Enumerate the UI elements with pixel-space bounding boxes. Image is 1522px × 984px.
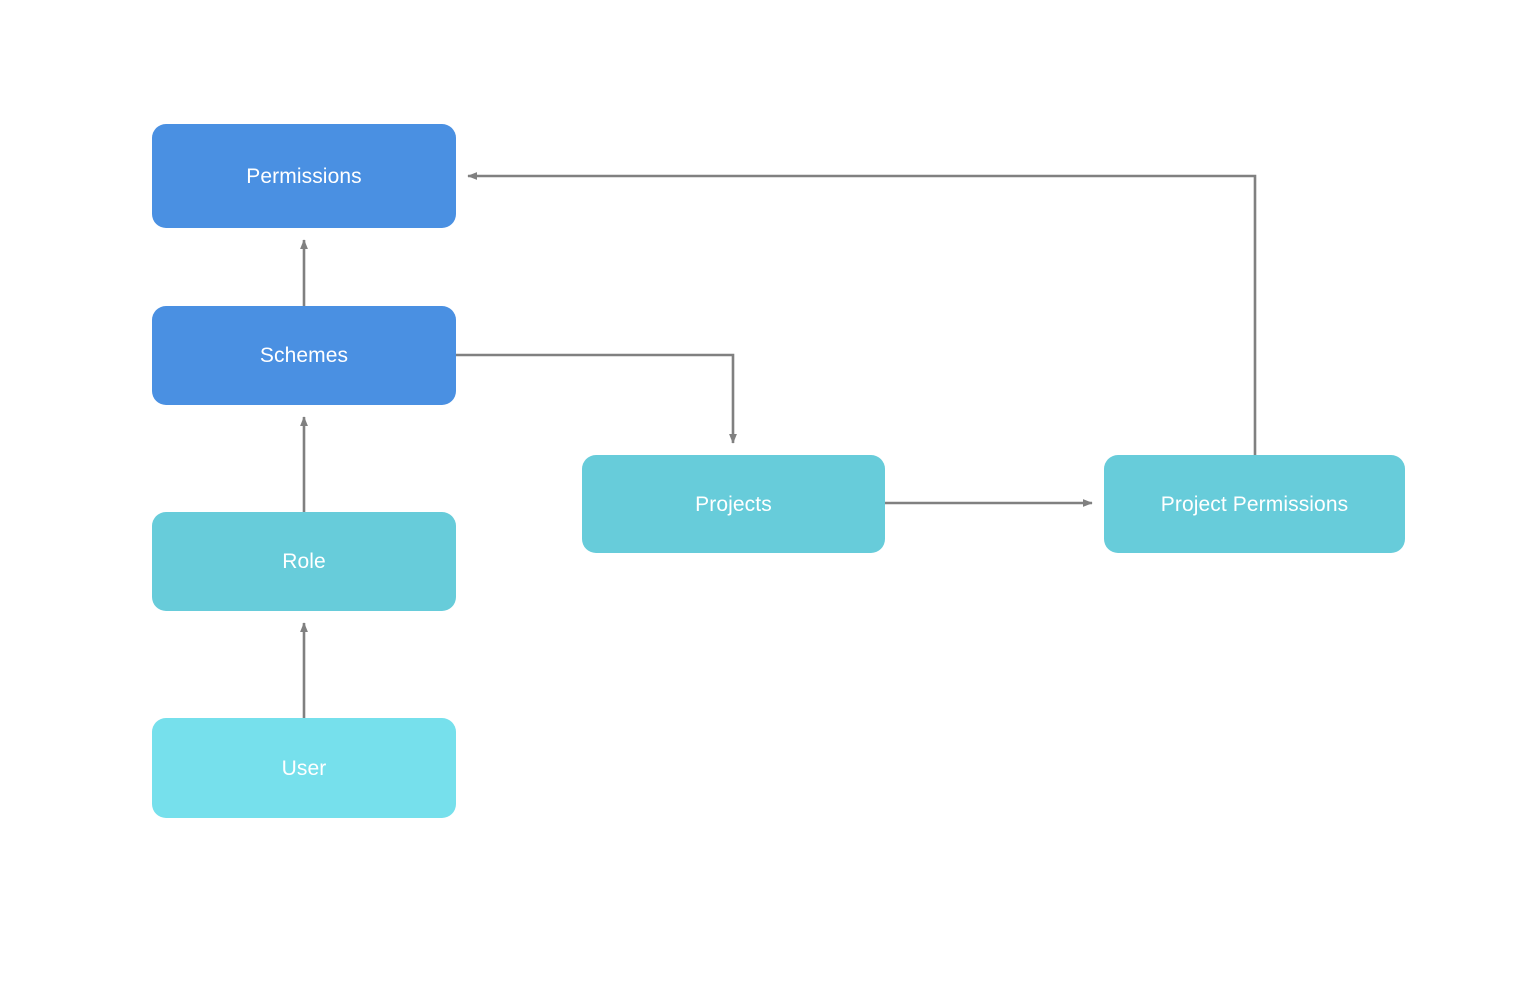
node-role-label: Role xyxy=(282,550,326,573)
node-role[interactable]: Role xyxy=(152,512,456,611)
node-permissions-label: Permissions xyxy=(246,164,362,188)
edge-project-permissions-to-permissions xyxy=(467,172,1257,455)
node-schemes-label: Schemes xyxy=(259,344,349,367)
edge-schemes-to-projects xyxy=(456,353,737,444)
node-schemes[interactable]: Schemes xyxy=(152,306,456,405)
node-project-permissions-label: Project Permissions xyxy=(1160,492,1349,516)
node-user-label: User xyxy=(281,756,327,780)
node-permissions[interactable]: Permissions xyxy=(152,124,456,228)
node-projects[interactable]: Projects xyxy=(582,455,885,553)
node-project-permissions[interactable]: Project Permissions xyxy=(1104,455,1405,553)
node-projects-label: Projects xyxy=(695,492,772,516)
node-user[interactable]: User xyxy=(152,718,456,818)
